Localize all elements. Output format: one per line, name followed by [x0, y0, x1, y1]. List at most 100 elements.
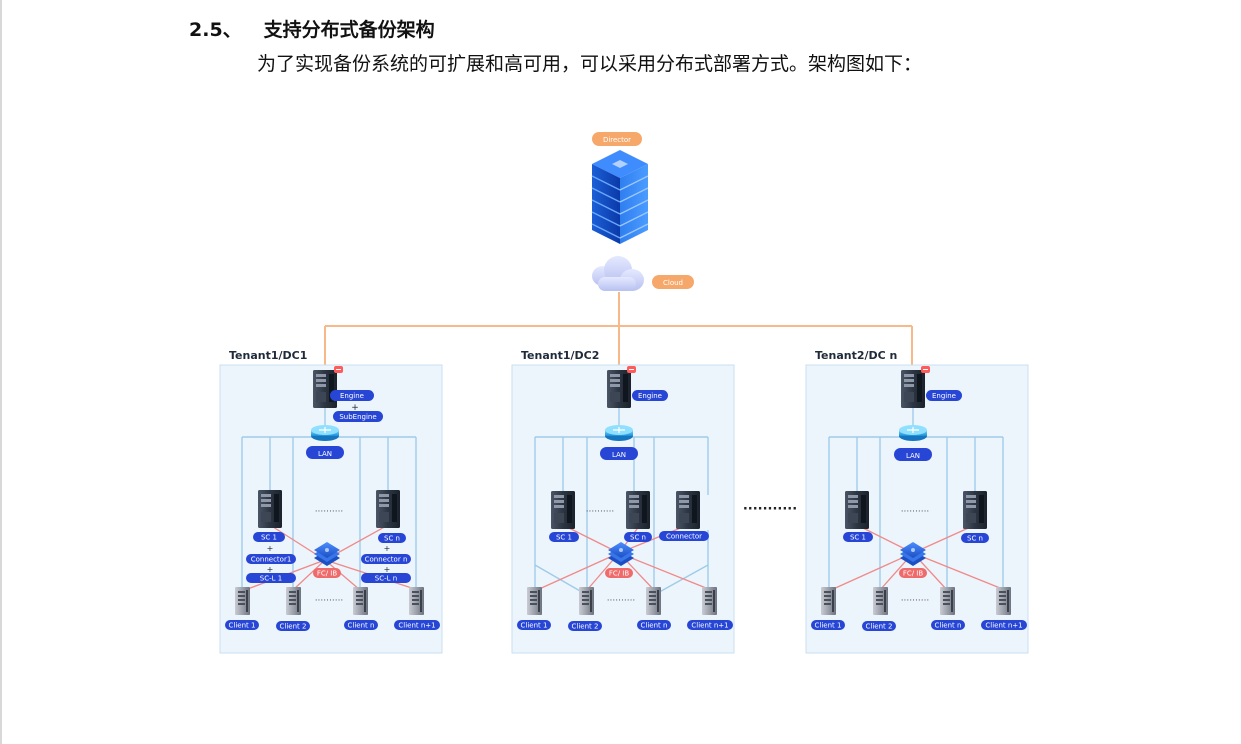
- scl-right-label: SC-L n: [375, 575, 397, 583]
- client-pill: [517, 620, 551, 630]
- tenant-panel-3: Tenant2/DC n Engine LAN ·········· SC 1 …: [805, 349, 1029, 654]
- engine-server-icon: [901, 370, 925, 408]
- client-pill: [862, 621, 896, 631]
- client-icon: [286, 587, 301, 615]
- client-label: Client n+1: [691, 622, 728, 630]
- sc-right-server-icon: [626, 491, 650, 529]
- lan-router-icon: [310, 424, 340, 442]
- cloud-pill: [652, 275, 694, 289]
- client-icon: [702, 587, 717, 615]
- client-pill: [394, 620, 440, 630]
- fc-pill: [313, 568, 341, 578]
- client-label: Client 1: [815, 622, 842, 630]
- client-label: Client 1: [521, 622, 548, 630]
- sc-left-pill: [253, 532, 285, 542]
- sc-left-server-icon: [258, 490, 282, 528]
- sc-right-label: SC n: [384, 535, 400, 543]
- fc-pill: [605, 568, 633, 578]
- lan-label: LAN: [612, 451, 626, 459]
- engine-label: Engine: [638, 392, 662, 400]
- section-number: 2.5、: [189, 19, 242, 41]
- client-icon: [235, 587, 250, 615]
- plus-sign: +: [384, 544, 391, 553]
- tenant-2-box: [511, 364, 735, 654]
- sc-right-pill: [624, 532, 652, 542]
- client-icon: [646, 587, 661, 615]
- section-heading: 2.5、支持分布式备份架构: [189, 15, 435, 42]
- lan-pill: [600, 447, 638, 460]
- connector-server-icon: [676, 491, 700, 529]
- client-label: Client n: [348, 622, 375, 630]
- wan-links: [324, 292, 913, 372]
- plus-sign: +: [267, 544, 274, 553]
- client-dots: ··········: [901, 596, 930, 606]
- sc-left-server-icon: [845, 491, 869, 529]
- server-dots: ··········: [586, 507, 615, 517]
- engine-pill: [330, 390, 374, 401]
- client-pill: [344, 620, 378, 630]
- client-pill: [687, 620, 733, 630]
- sc-right-server-icon: [963, 491, 987, 529]
- page-left-border: [0, 0, 2, 744]
- scl-left-label: SC-L 1: [260, 575, 282, 583]
- client-pill: [981, 620, 1027, 630]
- lan-router-icon: [898, 424, 928, 442]
- client-icon: [996, 587, 1011, 615]
- cloud-icon: [592, 256, 644, 291]
- director-label: Director: [603, 136, 631, 144]
- connector-left-pill: [246, 554, 296, 564]
- tenant-3-box: [805, 364, 1029, 654]
- sc-right-pill: [961, 533, 989, 543]
- client-pill: [225, 620, 259, 630]
- connector-right-pill: [361, 554, 411, 564]
- client-icon: [940, 587, 955, 615]
- plus-sign: +: [351, 403, 359, 413]
- fc-label: FC/ IB: [609, 570, 630, 578]
- client-icon: [821, 587, 836, 615]
- sc-left-pill: [843, 532, 873, 542]
- engine-pill: [632, 390, 668, 401]
- section-title: 支持分布式备份架构: [263, 19, 435, 41]
- plus-sign: +: [384, 565, 391, 574]
- section-intro: 为了实现备份系统的可扩展和高可用，可以采用分布式部署方式。架构图如下：: [257, 53, 923, 75]
- red-tag-icon: [333, 365, 344, 374]
- client-pill: [637, 620, 671, 630]
- client-label: Client 2: [280, 623, 307, 631]
- sc-left-label: SC 1: [261, 534, 277, 542]
- director-pill: [592, 132, 642, 146]
- sc-left-server-icon: [551, 491, 575, 529]
- scl-right-pill: [361, 573, 411, 583]
- sc-left-pill: [549, 532, 579, 542]
- engine-server-icon: [313, 370, 337, 408]
- client-pill: [276, 621, 310, 631]
- subengine-pill: [333, 411, 383, 422]
- lan-label: LAN: [318, 450, 332, 458]
- cloud-label: Cloud: [663, 279, 683, 287]
- connector-pill: [659, 531, 709, 541]
- director-node: Director Cloud: [591, 132, 694, 291]
- connector-left-label: Connector1: [251, 556, 292, 564]
- client-icon: [873, 587, 888, 615]
- tenant-1-title: Tenant1/DC1: [229, 349, 307, 362]
- client-dots: ··········: [315, 596, 344, 606]
- sc-right-server-icon: [376, 490, 400, 528]
- subengine-label: SubEngine: [339, 413, 376, 421]
- tenant-2-title: Tenant1/DC2: [521, 349, 599, 362]
- client-icon: [409, 587, 424, 615]
- tenant-panel-1: Tenant1/DC1 Engine + SubEngine LAN ·····…: [219, 349, 443, 654]
- client-icon: [353, 587, 368, 615]
- client-pill: [568, 621, 602, 631]
- engine-server-icon: [607, 370, 631, 408]
- tenant-1-box: [219, 364, 443, 654]
- red-tag-icon: [920, 365, 931, 374]
- lan-pill: [306, 446, 344, 459]
- tenant-panel-2: Tenant1/DC2 Engine LAN ·········· SC: [511, 349, 735, 654]
- sc-left-label: SC 1: [850, 534, 866, 542]
- engine-label: Engine: [932, 392, 956, 400]
- fc-label: FC/ IB: [317, 570, 338, 578]
- plus-sign: +: [267, 565, 274, 574]
- client-pill: [811, 620, 845, 630]
- client-pill: [931, 620, 965, 630]
- fc-pill: [899, 568, 927, 578]
